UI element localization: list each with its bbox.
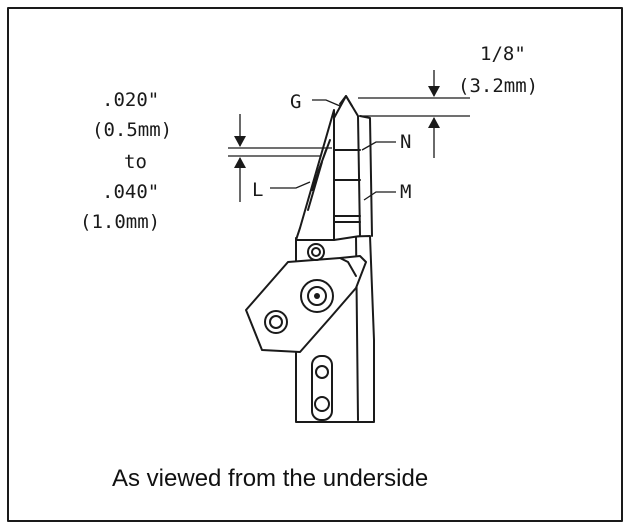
figure-caption: As viewed from the underside [112,465,428,492]
svg-text:L: L [252,179,263,201]
label-l: L [252,179,311,201]
clamp-screw-large [300,279,334,313]
dimension-top: 1/8" (3.2mm) [358,43,538,158]
dimension-left-to: to [124,151,147,173]
dimension-left-max-imperial: .040" [102,181,159,203]
holder-screw-top [307,243,325,261]
dimension-left-min-imperial: .020" [102,89,159,111]
dimension-left-min-metric: (0.5mm) [92,119,172,141]
dimension-top-imperial: 1/8" [480,43,526,65]
label-n: N [361,131,411,153]
label-m: M [363,181,411,203]
svg-text:N: N [400,131,411,153]
svg-text:G: G [290,91,301,113]
clamp [245,243,367,353]
label-g: G [290,91,341,113]
cutting-insert [295,95,373,241]
clamp-screw-small [264,310,288,334]
dimension-top-metric: (3.2mm) [458,75,538,97]
figure-frame [7,7,623,522]
svg-text:M: M [400,181,411,203]
dimension-left-max-metric: (1.0mm) [80,211,160,233]
dimension-left: .020" (0.5mm) to .040" (1.0mm) [80,89,332,233]
